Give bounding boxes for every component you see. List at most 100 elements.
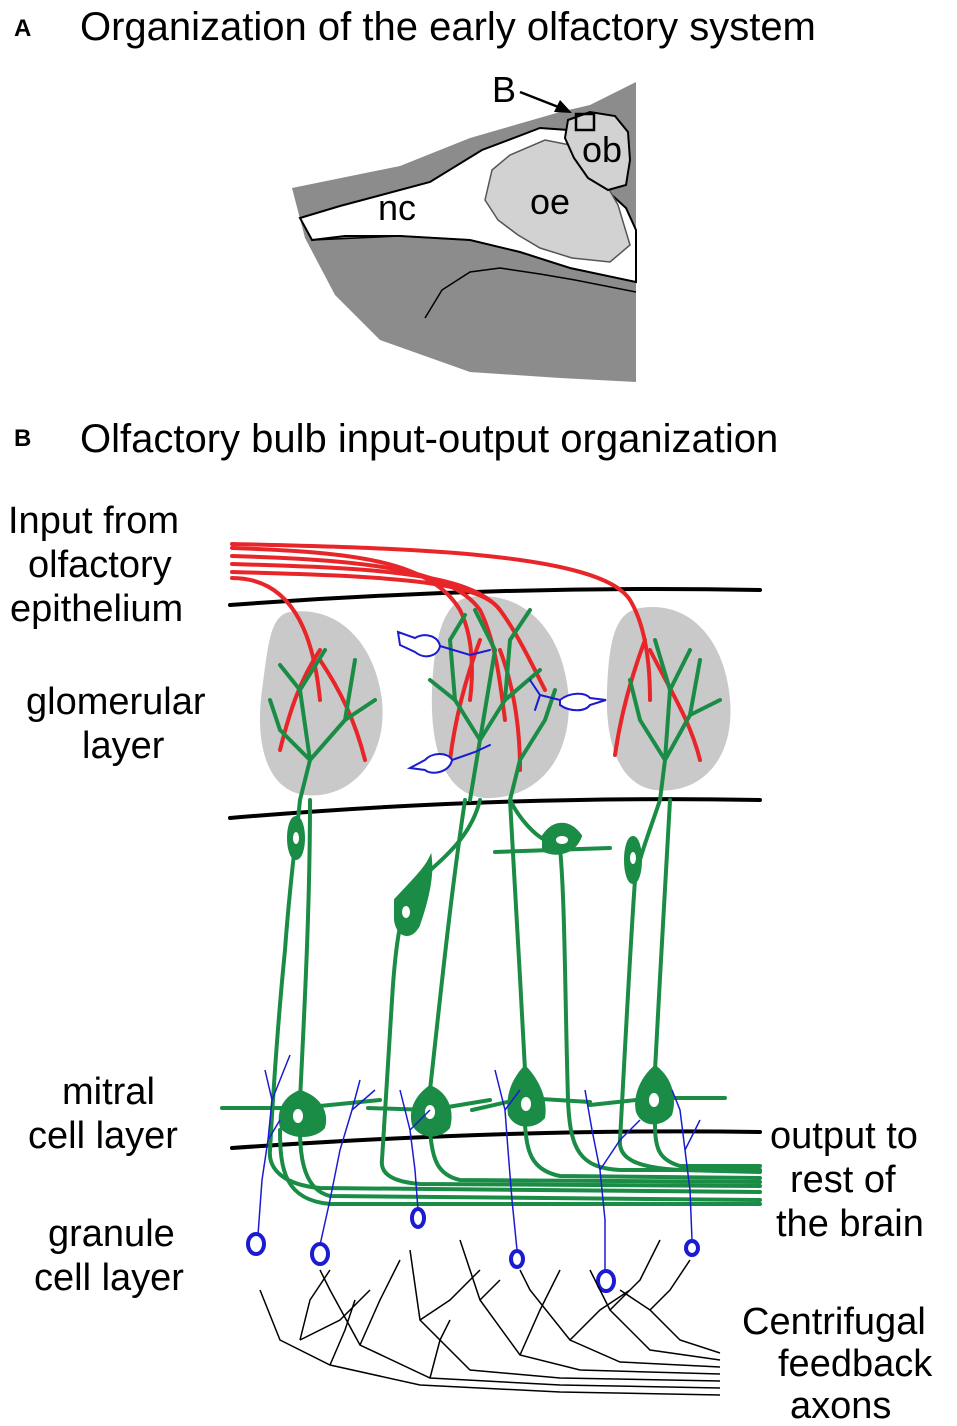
granule-cell-dendrite bbox=[399, 1089, 431, 1211]
panel-b-letter: B bbox=[14, 425, 31, 452]
receptor-axon-branch bbox=[648, 648, 702, 762]
centrifugal-label-line2: feedback bbox=[778, 1343, 933, 1385]
mitral-axon bbox=[523, 1123, 762, 1180]
tufted-cell-nucleus bbox=[630, 852, 636, 864]
granule-label-line1: granule bbox=[48, 1213, 175, 1255]
periglomerular-cell bbox=[396, 630, 442, 658]
granule-cell-dendrite bbox=[319, 1079, 376, 1246]
dendritic-tuft bbox=[428, 608, 557, 802]
mitral-label-line1: mitral bbox=[62, 1071, 155, 1113]
granule-cell-soma bbox=[684, 1239, 700, 1257]
tufted-cell-nucleus bbox=[293, 832, 299, 844]
panel-b: B Olfactory bulb input-output organizati… bbox=[8, 417, 933, 1426]
centrifugal-axon bbox=[319, 1269, 721, 1389]
lower-contour-line bbox=[311, 235, 637, 283]
output-label-line3: the brain bbox=[776, 1203, 924, 1245]
mitral-axon bbox=[298, 1128, 762, 1202]
glomerulus-1 bbox=[259, 611, 383, 796]
glomerular-label-line1: glomerular bbox=[26, 681, 206, 723]
input-label-line2: olfactory bbox=[28, 544, 172, 586]
panel-a-title: Organization of the early olfactory syst… bbox=[80, 5, 816, 49]
centrifugal-axon bbox=[259, 1289, 721, 1396]
mitral-axon bbox=[428, 1128, 762, 1184]
granule-label-line2: cell layer bbox=[34, 1257, 184, 1299]
centrifugal-axon-branch bbox=[299, 1239, 691, 1356]
panel-b-labels: Input from olfactory epithelium glomerul… bbox=[8, 500, 933, 1426]
mitral-label-line2: cell layer bbox=[28, 1115, 178, 1157]
output-label-line2: rest of bbox=[790, 1159, 896, 1201]
ob-label: ob bbox=[582, 129, 622, 170]
oe-label: oe bbox=[530, 181, 570, 222]
panel-b-title: Olfactory bulb input-output organization bbox=[80, 417, 778, 461]
periglomerular-cell-process bbox=[451, 744, 491, 761]
receptor-axon bbox=[230, 554, 507, 722]
centrifugal-axon-branch bbox=[299, 1279, 501, 1379]
mitral-primary-dendrite bbox=[508, 798, 527, 1072]
layer-boundaries bbox=[228, 587, 762, 1150]
centrifugal-axons bbox=[259, 1239, 721, 1396]
inset-box bbox=[574, 112, 596, 132]
glomerular-label-line2: layer bbox=[82, 725, 165, 767]
glomeruli bbox=[259, 596, 731, 799]
centrifugal-label-line1: Centrifugal bbox=[742, 1301, 926, 1343]
b-marker-label: B bbox=[492, 69, 516, 110]
nc-label: nc bbox=[378, 187, 416, 228]
boundary-mitral-bottom bbox=[230, 1129, 762, 1150]
mitral-cell-nucleus bbox=[293, 1109, 303, 1123]
dendritic-tuft bbox=[628, 638, 722, 802]
mitral-primary-dendrite bbox=[653, 798, 672, 1072]
output-label-line1: output to bbox=[770, 1115, 918, 1157]
panel-a-letter: A bbox=[14, 15, 31, 42]
periglomerular-cell-process bbox=[439, 645, 491, 657]
granule-cell-dendrite bbox=[494, 1069, 521, 1251]
receptor-axon-branch bbox=[278, 648, 322, 752]
mitral-tufted-cells bbox=[220, 608, 762, 1206]
granule-cell-dendrite bbox=[671, 1089, 701, 1241]
periglomerular-cell bbox=[559, 692, 607, 712]
palate-contour-line bbox=[424, 267, 637, 319]
granule-cell-dendrite bbox=[257, 1054, 291, 1236]
mitral-nuclei bbox=[293, 832, 659, 1123]
centrifugal-axon bbox=[619, 1289, 721, 1354]
inset-arrowhead bbox=[554, 100, 572, 113]
olfactory-bulb bbox=[563, 110, 632, 192]
tufted-cell-dendrite bbox=[267, 798, 762, 1194]
mitral-axon bbox=[653, 1123, 762, 1168]
mitral-cell-nucleus bbox=[425, 1105, 435, 1119]
granule-cell-bodies bbox=[246, 1207, 700, 1293]
granule-cell-soma bbox=[509, 1249, 525, 1269]
centrifugal-axon bbox=[409, 1249, 721, 1382]
head-section-drawing: B ob oe nc bbox=[292, 69, 637, 382]
receptor-axon bbox=[230, 542, 652, 702]
mitral-primary-dendrite bbox=[298, 798, 312, 1102]
dendritic-tuft bbox=[268, 648, 377, 802]
panel-a: A Organization of the early olfactory sy… bbox=[14, 5, 816, 382]
centrifugal-axon bbox=[519, 1269, 721, 1368]
boundary-glomerular-bottom bbox=[228, 797, 762, 820]
periglomerular-cell bbox=[406, 753, 454, 774]
granule-cell-soma bbox=[246, 1232, 266, 1256]
periglomerular-cells bbox=[396, 630, 607, 774]
tufted-cell-soma bbox=[394, 852, 433, 936]
granule-cells bbox=[257, 1054, 701, 1270]
receptor-axon bbox=[230, 576, 322, 702]
tufted-cell-dendrite bbox=[617, 798, 762, 1174]
mitral-cell-nucleus bbox=[521, 1097, 531, 1111]
boundary-top bbox=[228, 587, 762, 607]
tufted-cell-dendrite bbox=[379, 798, 762, 1188]
tufted-cell-nucleus bbox=[402, 906, 410, 918]
tufted-cell-nucleus bbox=[556, 836, 568, 844]
granule-cell-dendrite bbox=[584, 1089, 641, 1270]
mitral-axon bbox=[278, 1128, 762, 1206]
granule-cell-soma bbox=[310, 1242, 330, 1266]
input-label-line3: epithelium bbox=[10, 588, 183, 630]
granule-cell-soma bbox=[410, 1207, 426, 1229]
mitral-primary-dendrite bbox=[428, 798, 467, 1092]
input-label-line1: Input from bbox=[8, 500, 179, 542]
granule-cell-soma bbox=[596, 1269, 616, 1293]
centrifugal-label-line3: axons bbox=[790, 1385, 891, 1426]
mitral-cell-soma bbox=[507, 1065, 546, 1127]
receptor-axon-branch bbox=[613, 638, 647, 757]
mitral-cell-nucleus bbox=[649, 1093, 659, 1107]
